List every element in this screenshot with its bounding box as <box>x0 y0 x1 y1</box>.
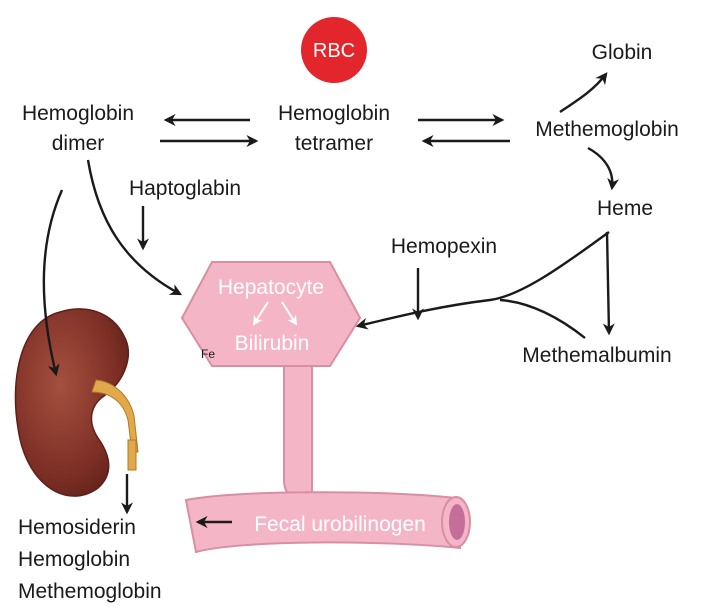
arrow-hepatocyte-to-bilirubin-left <box>252 301 269 326</box>
hemoglobin-dimer-label-2: dimer <box>52 132 105 155</box>
hepatocyte-liver-shape <box>180 261 362 499</box>
line-methemalbumin-to-hepatocyte <box>499 298 586 339</box>
hepatocyte-label: Hepatocyte <box>218 276 324 299</box>
arrow-heme-hemopexin-to-hepatocyte <box>355 231 610 330</box>
intestine-shape <box>184 491 471 554</box>
kidney-output-methemoglobin: Methemoglobin <box>18 580 162 603</box>
methemalbumin-label: Methemalbumin <box>522 344 671 367</box>
kidney-output-hemoglobin: Hemoglobin <box>18 548 130 571</box>
hemoglobin-tetramer-label-2: tetramer <box>295 132 373 155</box>
hemoglobin-tetramer-label-1: Hemoglobin <box>278 102 390 125</box>
methemoglobin-label: Methemoglobin <box>535 118 679 141</box>
heme-label: Heme <box>597 197 653 220</box>
fe-label: Fe <box>201 347 215 361</box>
hemoglobin-dimer-label-1: Hemoglobin <box>22 102 134 125</box>
arrow-methemoglobin-to-globin <box>559 72 608 113</box>
arrow-dimer-to-hepatocyte <box>86 159 183 296</box>
globin-label: Globin <box>592 41 653 64</box>
bilirubin-label: Bilirubin <box>235 332 310 355</box>
hemopexin-label: Hemopexin <box>391 235 497 258</box>
rbc-circle <box>301 17 367 83</box>
arrow-hepatocyte-to-bilirubin-right <box>281 301 298 326</box>
kidney-illustration <box>14 308 139 497</box>
arrow-heme-to-methemalbumin <box>602 231 615 336</box>
haptoglabin-label: Haptoglabin <box>129 177 241 200</box>
rbc-label: RBC <box>313 40 355 62</box>
kidney-output-hemosiderin: Hemosiderin <box>18 516 136 539</box>
fecal-urobilinogen-label: Fecal urobilinogen <box>254 513 426 536</box>
arrow-dimer-to-kidney <box>42 189 64 377</box>
arrow-methemoglobin-to-heme <box>587 146 620 191</box>
